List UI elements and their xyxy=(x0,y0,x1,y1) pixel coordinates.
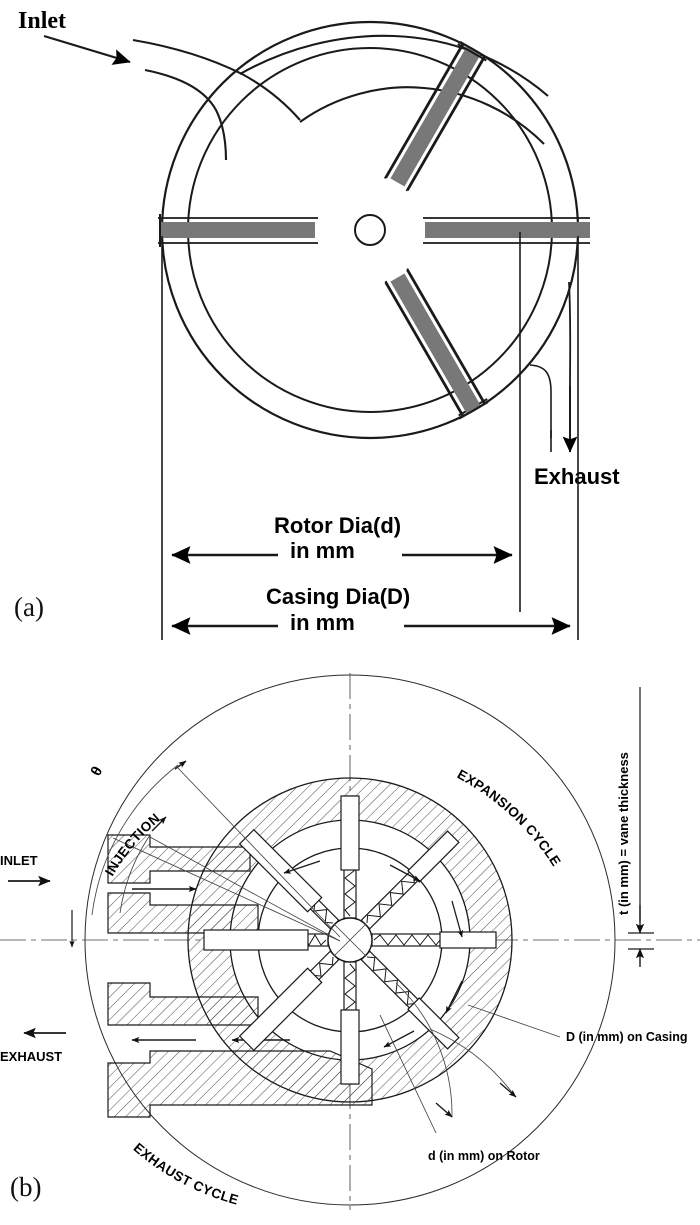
exhaust-label-a: Exhaust xyxy=(534,464,620,489)
vane-slot-group-b xyxy=(203,795,497,1085)
inlet-duct xyxy=(132,34,549,161)
vane-slot-b-4 xyxy=(203,929,329,951)
rotation-arrows-b xyxy=(283,860,463,1048)
inlet-port-b xyxy=(107,834,259,934)
rotor-dia-dimension: Rotor Dia(d) in mm xyxy=(171,513,513,564)
panel-b-letter: (b) xyxy=(10,1172,42,1202)
casing-dia-label-line2: in mm xyxy=(290,610,355,635)
rotor-dia-label-line1: Rotor Dia(d) xyxy=(274,513,401,538)
vane-thickness-label-b: t (in mm) = vane thickness xyxy=(616,752,631,915)
exhaust-label-b: EXHAUST xyxy=(0,1049,62,1064)
vane-a-2 xyxy=(423,217,590,244)
vane-a-5 xyxy=(383,43,487,192)
rotor-dia-leader-b xyxy=(379,1014,517,1134)
vane-slot-b-6 xyxy=(340,795,360,919)
exhaust-port-b xyxy=(107,982,373,1118)
rotor-dia-label-b: d (in mm) on Rotor xyxy=(428,1149,540,1163)
vane-a-6 xyxy=(384,269,489,420)
rotor-dia-label-line2: in mm xyxy=(290,538,355,563)
vane-slot-b-1 xyxy=(360,950,460,1050)
inlet-label-a: Inlet xyxy=(18,8,66,34)
vane-slot-b-2 xyxy=(340,961,360,1085)
inlet-arrow-a xyxy=(43,34,131,65)
vane-group-a xyxy=(158,41,590,420)
panel-b-diagram: t (in mm) = vane thickness D (in mm) on … xyxy=(0,665,700,1225)
casing-dia-label-line1: Casing Dia(D) xyxy=(266,584,410,609)
casing-dia-label-b: D (in mm) on Casing xyxy=(566,1030,688,1044)
casing-dia-leader-b xyxy=(395,982,561,1118)
vane-slot-b-0 xyxy=(371,931,497,949)
rotor-hub-a xyxy=(354,214,386,246)
theta-angle-dimension-b xyxy=(69,760,341,948)
vane-slot-b-5 xyxy=(238,828,340,930)
vane-a-1 xyxy=(158,214,318,247)
vane-slot-b-3 xyxy=(238,950,340,1052)
casing-dia-dimension: Casing Dia(D) in mm xyxy=(171,584,571,635)
dimension-extension-lines-a xyxy=(161,232,579,640)
inlet-label-b: INLET xyxy=(0,853,38,868)
exhaust-indicator-a xyxy=(529,281,578,453)
panel-a-diagram: Inlet Exhaust Rotor Dia(d) in mm Casi xyxy=(18,8,620,640)
panel-a-letter: (a) xyxy=(14,592,44,622)
vane-thickness-dimension-b xyxy=(628,687,654,967)
